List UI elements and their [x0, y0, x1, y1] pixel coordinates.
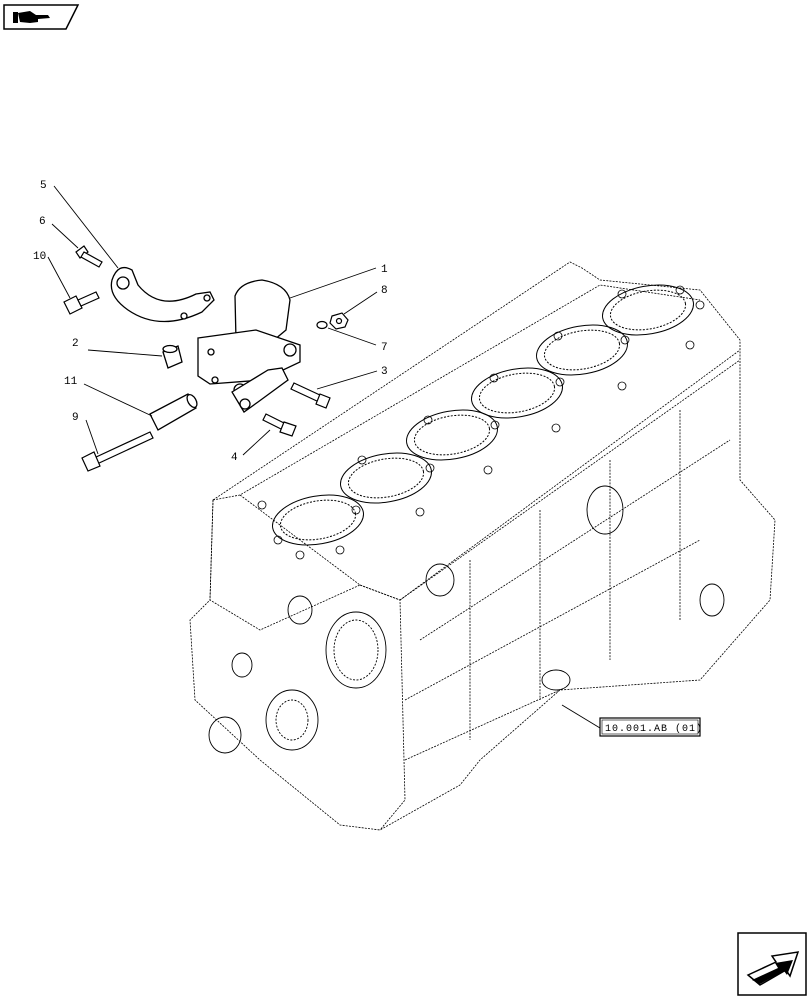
callout-1: 1	[381, 264, 388, 276]
callout-5: 5	[40, 180, 47, 192]
callout-6: 6	[39, 216, 46, 228]
head-bolt-holes	[257, 285, 705, 560]
reference-link[interactable]: 10.001.AB (01)	[561, 704, 703, 737]
callout-7: 7	[381, 342, 388, 354]
part-9-long-bolt	[81, 431, 154, 472]
part-7-washer	[316, 320, 328, 330]
part-11-spacer	[149, 393, 198, 431]
part-5-lifting-arm	[110, 266, 215, 323]
forward-arrow-icon	[746, 951, 800, 986]
front-face-details	[208, 485, 725, 754]
reference-label: 10.001.AB (01)	[605, 723, 703, 735]
engine-block	[189, 261, 776, 831]
callout-8: 8	[381, 285, 388, 297]
back-button[interactable]	[3, 4, 80, 30]
next-page-button[interactable]	[737, 932, 807, 996]
cylinder-bores	[272, 284, 694, 546]
callout-11: 11	[64, 376, 78, 388]
callout-9: 9	[72, 412, 79, 424]
part-8-nut	[329, 312, 349, 330]
part-2-bushing	[162, 344, 183, 369]
hand-pointer-icon	[13, 11, 50, 23]
callout-3: 3	[381, 366, 388, 378]
part-3-bolt	[290, 382, 331, 409]
leader-lines	[47, 185, 378, 456]
part-6-bolt	[75, 245, 103, 268]
bracket-link	[231, 367, 289, 413]
part-4-bolt	[262, 413, 297, 437]
callout-10: 10	[33, 251, 46, 263]
callout-2: 2	[72, 338, 79, 350]
callout-4: 4	[231, 452, 238, 464]
part-10-flange-bolt	[63, 291, 100, 315]
